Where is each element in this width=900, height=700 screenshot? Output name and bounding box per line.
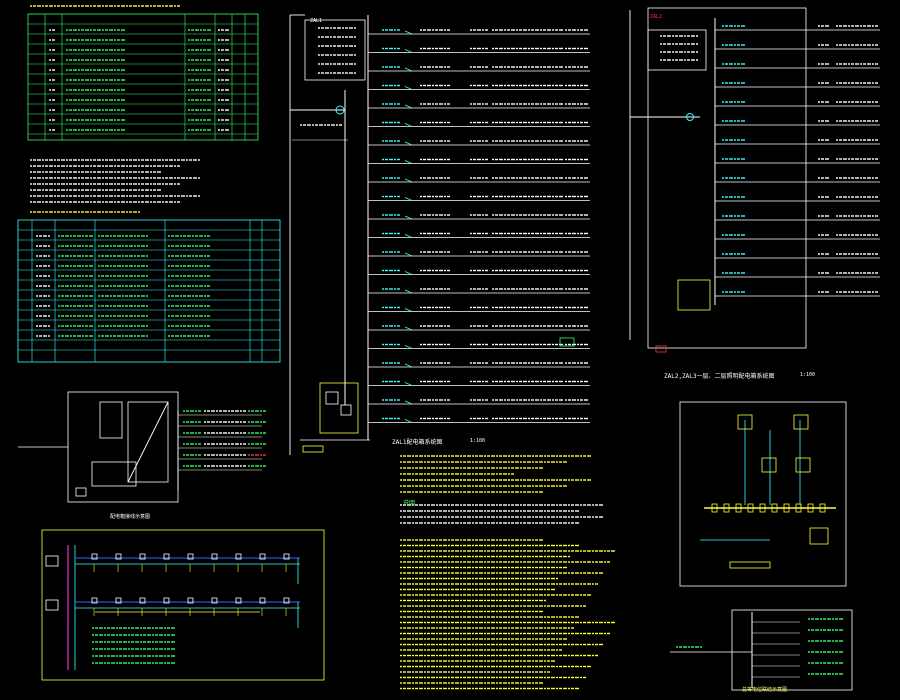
mini-panel-frame [731, 609, 853, 691]
branch-breaker-symbol [404, 345, 413, 349]
outlet-box [139, 553, 146, 560]
grounding-diagram-frame [679, 401, 847, 587]
outlet-box [235, 553, 242, 560]
outlet-box [115, 553, 122, 560]
branch-breaker-symbol [404, 123, 413, 127]
ground-electrode-box [809, 527, 829, 545]
busbar-terminal [735, 503, 742, 513]
branch-breaker-symbol [404, 308, 413, 312]
branch-breaker-symbol [404, 141, 413, 146]
legend-table-bottom [17, 219, 281, 363]
outlet-box [259, 597, 266, 604]
busbar-terminal [807, 503, 814, 513]
busbar-terminal [759, 503, 766, 513]
branch-breaker-symbol [404, 67, 413, 72]
ups-diagonal [127, 401, 169, 483]
branch-breaker-symbol [404, 289, 413, 294]
earth-label-bar [729, 561, 771, 569]
lower-right-title: 总等电位联结示意图 [742, 687, 788, 693]
surge-protector-icon [340, 404, 352, 416]
floor-panel-box [45, 555, 59, 567]
wiring-diagram-frame [41, 529, 325, 681]
notes-heading: 说明 [403, 500, 416, 507]
panel-main-scale: 1:100 [470, 438, 486, 444]
meter-box [319, 382, 359, 434]
panel-right-title: ZAL2,ZAL3一层、二层照明配电箱系统图 [664, 373, 775, 380]
outlet-box [163, 553, 170, 560]
outlet-box [187, 597, 194, 604]
branch-breaker-symbol [404, 49, 413, 53]
busbar-terminal [819, 503, 826, 513]
busbar-terminal [711, 503, 718, 513]
panel-main-id: ZAL1 [310, 18, 323, 24]
right-ground-terminal [655, 345, 667, 353]
branch-breaker-symbol [404, 271, 413, 275]
branch-breaker-symbol [404, 197, 413, 201]
branch-breaker-symbol [404, 400, 413, 405]
ups-switch [75, 487, 87, 497]
busbar-terminal [771, 503, 778, 513]
busbar-terminal [723, 503, 730, 513]
ups-module-left [99, 401, 123, 439]
ground-terminal [302, 445, 324, 453]
branch-breaker-symbol [404, 419, 413, 423]
right-breaker-icon [686, 113, 694, 121]
main-breaker-icon [335, 105, 345, 115]
bonding-point-icon [793, 414, 809, 430]
ups-enclosure [67, 391, 179, 503]
outlet-box [163, 597, 170, 604]
branch-breaker-symbol [404, 178, 413, 183]
right-meter-box [677, 279, 711, 311]
incoming-info-box [304, 19, 366, 81]
outlet-box [283, 553, 290, 560]
branch-breaker-symbol [404, 234, 413, 238]
branch-breaker-symbol [404, 382, 413, 386]
outlet-box [115, 597, 122, 604]
busbar-terminal [783, 503, 790, 513]
bonding-point-icon [737, 414, 753, 430]
bonding-point-icon [761, 457, 777, 473]
battery-box [91, 461, 137, 487]
outlet-box [211, 597, 218, 604]
outlet-box [211, 553, 218, 560]
outlet-box [139, 597, 146, 604]
branch-breaker-symbol [404, 160, 413, 164]
outlet-box [91, 553, 98, 560]
branch-breaker-symbol [404, 326, 413, 331]
branch-breaker-symbol [404, 86, 413, 90]
busbar-terminal [795, 503, 802, 513]
branch-breaker-symbol [404, 215, 413, 220]
spare-circuit-tag [559, 337, 575, 347]
ups-module-right [127, 401, 169, 483]
branch-breaker-symbol [404, 363, 413, 368]
lower-left-title: 配电箱接线示意图 [110, 514, 151, 520]
panel-right-id: ZAL2 [650, 14, 663, 20]
bonding-point-icon [795, 457, 811, 473]
floor-panel-box [45, 599, 59, 611]
outlet-box [235, 597, 242, 604]
meter-icon [325, 391, 339, 405]
branch-breaker-symbol [404, 30, 413, 35]
right-panel-frame [647, 7, 807, 349]
outlet-box [91, 597, 98, 604]
branch-breaker-symbol [404, 104, 413, 109]
branch-breaker-symbol [404, 252, 413, 257]
panel-main-title: ZAL1配电箱系统图 [392, 439, 443, 446]
outlet-box [283, 597, 290, 604]
legend-table-top [27, 13, 259, 141]
busbar-terminal [747, 503, 754, 513]
outlet-box [259, 553, 266, 560]
panel-right-scale: 1:100 [800, 372, 816, 378]
outlet-box [187, 553, 194, 560]
